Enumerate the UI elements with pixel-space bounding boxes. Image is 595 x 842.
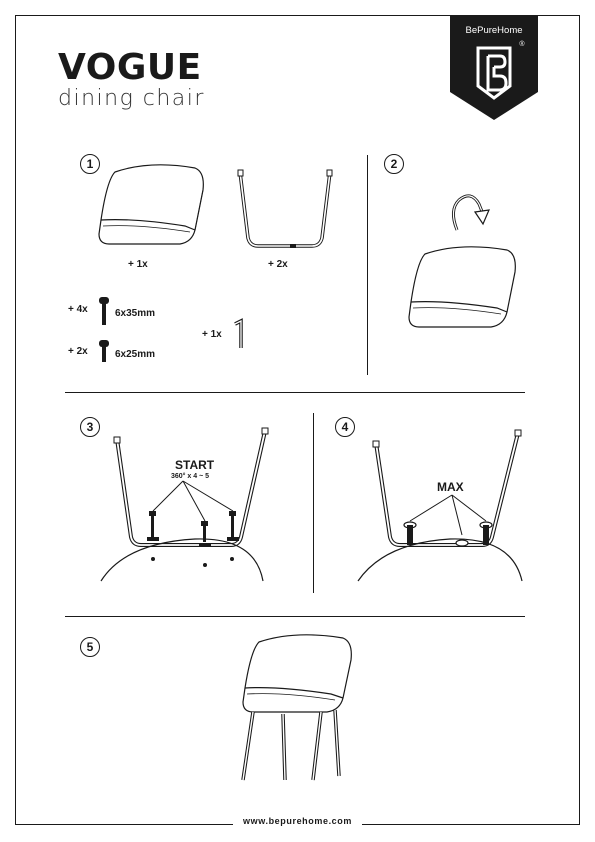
seat-shell-drawing	[98, 164, 204, 245]
step-3-turns-note: 360° x 4 ~ 5	[171, 473, 210, 480]
step-4-max-label: MAX	[437, 480, 464, 494]
seat-upside-down-drawing	[408, 246, 516, 328]
step-4-assembly-drawing	[357, 429, 523, 582]
step-2-number: 2	[384, 154, 404, 174]
product-type: dining chair	[58, 86, 205, 111]
product-name: VOGUE	[58, 47, 202, 88]
divider-step1-step2	[367, 155, 369, 375]
leg-frame-drawing	[237, 169, 333, 248]
divider-row2-row3	[65, 616, 525, 618]
bolt-short-quantity: + 2x	[68, 346, 88, 357]
step-3-assembly-drawing	[100, 427, 269, 582]
bolt-long-icon	[99, 297, 109, 325]
registered-mark: ®	[519, 40, 525, 48]
frame-quantity-label: + 2x	[268, 259, 288, 270]
seat-quantity-label: + 1x	[128, 259, 148, 270]
hex-key-icon	[234, 318, 243, 348]
step-3-number: 3	[80, 417, 100, 437]
flip-arrow-icon	[452, 194, 490, 231]
bolt-short-size: 6x25mm	[115, 349, 156, 360]
footer-website-text[interactable]: www.bepurehome.com	[233, 816, 362, 826]
step-3-start-label: START	[175, 458, 215, 472]
footer-website[interactable]: www.bepurehome.com	[0, 816, 595, 826]
step-4-number: 4	[335, 417, 355, 437]
assembled-chair-drawing	[241, 634, 352, 781]
divider-step3-step4	[313, 413, 315, 593]
bolt-long-quantity: + 4x	[68, 304, 88, 315]
bolt-short-icon	[99, 340, 109, 362]
hex-key-quantity: + 1x	[202, 329, 222, 340]
step-5-number: 5	[80, 637, 100, 657]
step-1-number: 1	[80, 154, 100, 174]
divider-row1-row2	[65, 392, 525, 394]
brand-name-text: BePureHome	[465, 25, 522, 36]
bepurehome-logo: BePureHome ®	[450, 16, 538, 120]
bolt-long-size: 6x35mm	[115, 308, 156, 319]
